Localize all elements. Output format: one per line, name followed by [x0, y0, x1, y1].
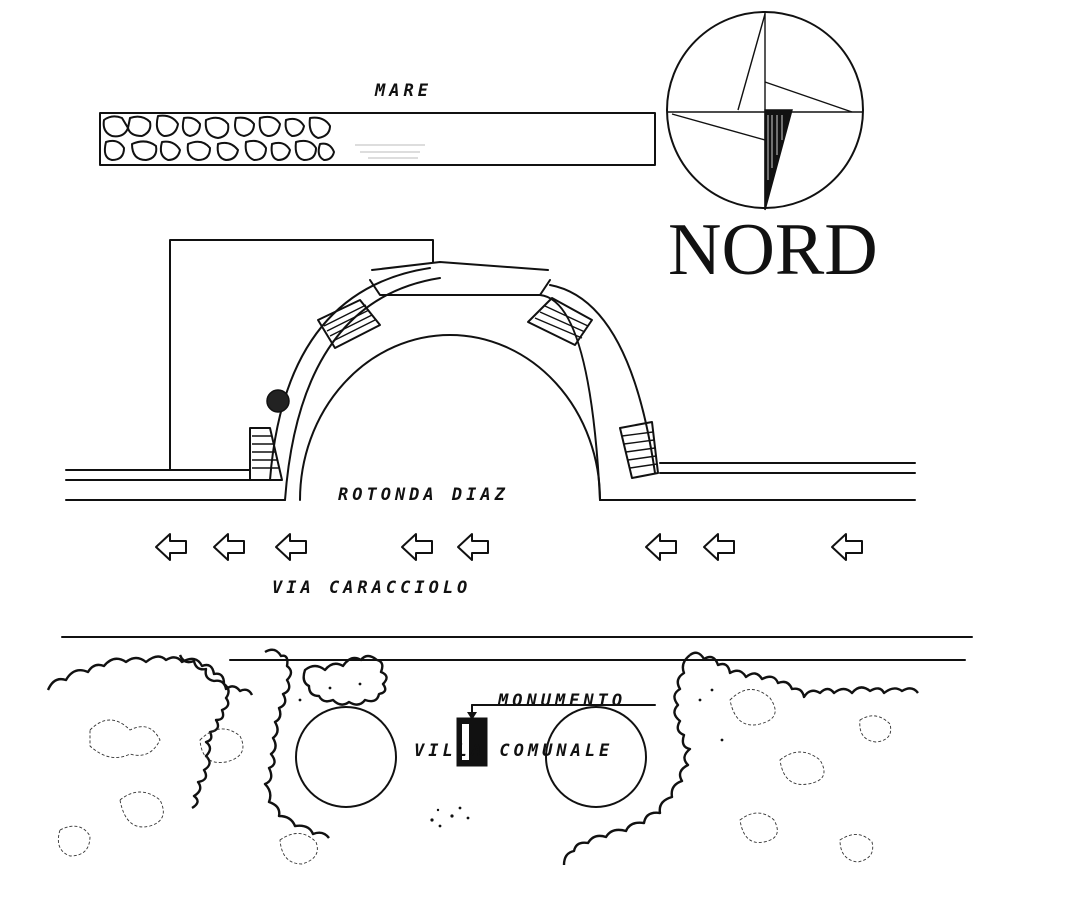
- marker-dot: [266, 389, 290, 413]
- stair-top-left: [317, 299, 381, 349]
- left-arrow-icon: [457, 533, 489, 561]
- sketch-shrubs: [57, 689, 892, 865]
- left-arrow-icon: [831, 533, 863, 561]
- tree-left-icon: [295, 706, 397, 808]
- sea-label: MARE: [374, 81, 432, 101]
- park-label: VILLA COMUNALE: [414, 741, 613, 761]
- compass-rose-icon: [666, 11, 864, 211]
- monument-label: MONUMENTO: [497, 691, 626, 711]
- left-arrow-icon: [275, 533, 307, 561]
- left-arrow-icon: [155, 533, 187, 561]
- rotonda-label: ROTONDA DIAZ: [338, 485, 509, 505]
- left-arrow-icon: [213, 533, 245, 561]
- sea-strip: MARE: [99, 81, 656, 166]
- faded-rocks: [355, 144, 425, 159]
- north-label: NORD: [668, 209, 878, 291]
- left-arrow-icon: [703, 533, 735, 561]
- tree-right-icon: [545, 706, 647, 808]
- left-arrow-icon: [401, 533, 433, 561]
- foliage-right: [689, 651, 919, 699]
- villa-comunale-park: [46, 648, 919, 866]
- rock-pattern: [102, 114, 335, 161]
- stair-bottom-right: [619, 421, 659, 479]
- seawall-outline: [99, 112, 656, 166]
- foliage-left: [46, 655, 230, 810]
- rotonda-diaz-structure: [65, 239, 916, 501]
- left-arrow-icon: [645, 533, 677, 561]
- traffic-arrows: [155, 533, 863, 561]
- street-label: VIA CARACCIOLO: [272, 578, 471, 598]
- stair-bottom-left: [249, 427, 283, 481]
- stair-top-right: [527, 297, 593, 346]
- monument-icon: [456, 704, 656, 767]
- scattered-dots: [298, 682, 724, 828]
